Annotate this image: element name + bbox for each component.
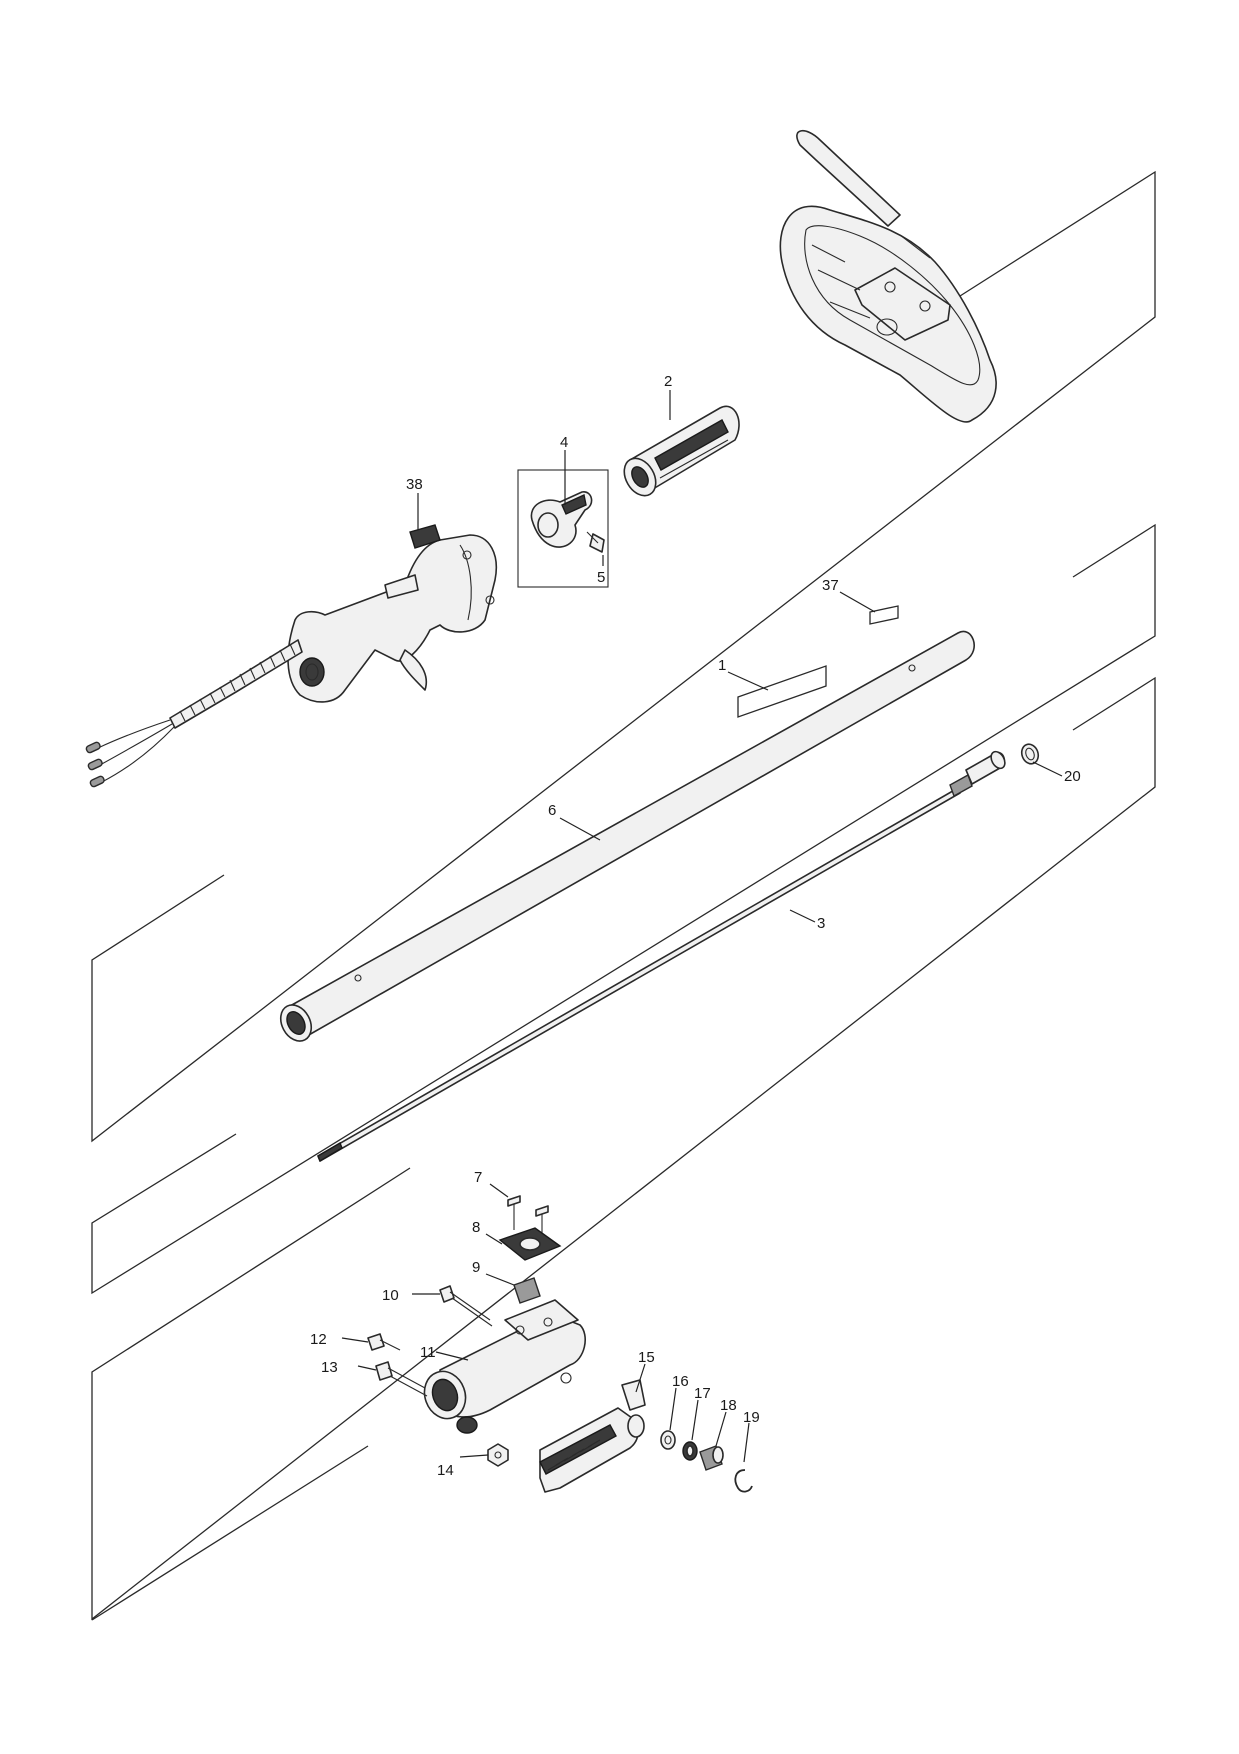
callout-6: 6: [548, 802, 556, 819]
clamp-housing-11: [423, 1299, 586, 1434]
screws-7: [507, 1195, 549, 1240]
callout-8: 8: [472, 1219, 480, 1236]
screw-12: [367, 1333, 401, 1351]
callout-5: 5: [597, 569, 605, 586]
grip-sleeve: [623, 405, 740, 497]
snap-ring-20: [1020, 743, 1040, 765]
callout-10: 10: [382, 1287, 399, 1304]
ring-17: [682, 1441, 698, 1461]
drive-shaft: [317, 750, 1006, 1163]
callout-7: 7: [474, 1169, 482, 1186]
panel-upper: [91, 170, 1156, 1143]
callout-18: 18: [720, 1397, 737, 1414]
callout-4: 4: [560, 434, 568, 451]
clip-19: [734, 1469, 753, 1493]
cover-plate-8: [498, 1227, 562, 1261]
panel-middle: [91, 523, 1156, 1295]
clamp-group-box: [517, 469, 609, 588]
callout-13: 13: [321, 1359, 338, 1376]
callout-15: 15: [638, 1349, 655, 1366]
panel-lower: [91, 676, 1156, 1621]
callout-11: 11: [420, 1344, 436, 1361]
loop-handle: [779, 130, 997, 423]
callout-16: 16: [672, 1373, 689, 1390]
nut-14: [487, 1443, 509, 1467]
callout-19: 19: [743, 1409, 760, 1426]
callout-14: 14: [437, 1462, 454, 1479]
main-tube: [279, 630, 975, 1042]
callout-37: 37: [822, 577, 839, 594]
callout-38: 38: [406, 476, 423, 493]
collar-18: [699, 1445, 724, 1471]
callout-1: 1: [718, 657, 726, 674]
label-sticker-37: [869, 605, 899, 625]
lever-15: [539, 1379, 646, 1493]
washer-16: [660, 1430, 676, 1450]
callout-12: 12: [310, 1331, 327, 1348]
block-9: [513, 1277, 541, 1304]
callout-2: 2: [664, 373, 672, 390]
callout-17: 17: [694, 1385, 711, 1402]
callout-20: 20: [1064, 768, 1081, 785]
throttle-handle: [85, 524, 497, 788]
callout-3: 3: [817, 915, 825, 932]
bolt-10: [439, 1285, 493, 1327]
leader-lines: [341, 390, 1063, 1463]
label-sticker-1: [737, 665, 827, 718]
callout-labels: 2 4 38 5 37 1 20 6 3 7 8 9 10 11 12 13 1…: [310, 373, 1081, 1479]
callout-9: 9: [472, 1259, 480, 1276]
bolt-13: [375, 1361, 428, 1397]
